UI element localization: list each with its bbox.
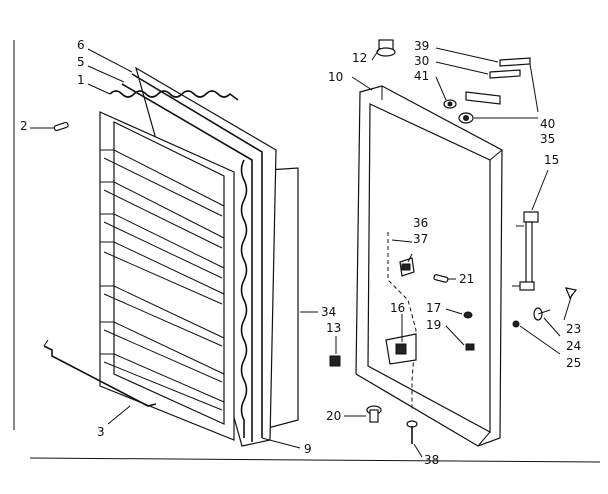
callout-3: 3 xyxy=(97,425,105,439)
outer-door-frame xyxy=(355,85,503,447)
clip-part-13 xyxy=(329,355,341,367)
gasket-ridge-b xyxy=(121,83,253,442)
bushing-part-41 xyxy=(443,99,457,109)
cap-part-23 xyxy=(565,287,578,300)
washer-part-25 xyxy=(512,320,520,328)
screw-part-21 xyxy=(433,274,449,283)
plug-part-19 xyxy=(465,343,475,351)
bushing-part-35 xyxy=(458,112,474,124)
callout-16: 16 xyxy=(390,301,405,315)
screw-part-38 xyxy=(406,420,418,444)
callout-21: 21 xyxy=(459,272,474,286)
callout-25: 25 xyxy=(566,356,581,370)
shelf-retainer-rod xyxy=(43,345,157,407)
callout-40: 40 xyxy=(540,117,555,131)
callout-13: 13 xyxy=(326,321,341,335)
bottom-border-line xyxy=(29,457,601,463)
callout-15: 15 xyxy=(544,153,559,167)
callout-23: 23 xyxy=(566,322,581,336)
callout-1: 1 xyxy=(77,73,85,87)
liner-shelves xyxy=(100,149,225,411)
callout-34: 34 xyxy=(321,305,336,319)
screw-pin-part-2 xyxy=(53,121,69,132)
callout-24: 24 xyxy=(566,339,581,353)
callout-30: 30 xyxy=(414,54,429,68)
callout-10: 10 xyxy=(328,70,343,84)
callout-36: 36 xyxy=(413,216,428,230)
leader-lines xyxy=(30,47,573,458)
screw-part-24 xyxy=(533,307,551,321)
hinge-pin-part-20 xyxy=(366,405,382,423)
callout-9: 9 xyxy=(304,442,312,456)
callout-41: 41 xyxy=(414,69,429,83)
gasket-ridge-a xyxy=(131,73,263,438)
gasket-wavy-side xyxy=(240,159,248,438)
door-handle-part-15 xyxy=(512,211,539,291)
callout-2: 2 xyxy=(20,119,28,133)
door-switch xyxy=(395,343,407,355)
trim-strips xyxy=(465,57,531,105)
door-gasket-assembly xyxy=(43,66,299,447)
door-liner-inner xyxy=(113,121,225,425)
callout-12: 12 xyxy=(352,51,367,65)
plug-part-17 xyxy=(463,311,473,319)
callout-5: 5 xyxy=(77,55,85,69)
callout-labels: 6 5 1 2 3 9 12 10 39 30 41 40 35 15 36 3… xyxy=(20,38,581,467)
callout-19: 19 xyxy=(426,318,441,332)
callout-39: 39 xyxy=(414,39,429,53)
wiring-dashed-path xyxy=(387,232,417,410)
callout-20: 20 xyxy=(326,409,341,423)
callout-37: 37 xyxy=(413,232,428,246)
callout-38: 38 xyxy=(424,453,439,467)
callout-6: 6 xyxy=(77,38,85,52)
callout-17: 17 xyxy=(426,301,441,315)
gasket-wavy-seal xyxy=(109,90,239,101)
callout-35: 35 xyxy=(540,132,555,146)
